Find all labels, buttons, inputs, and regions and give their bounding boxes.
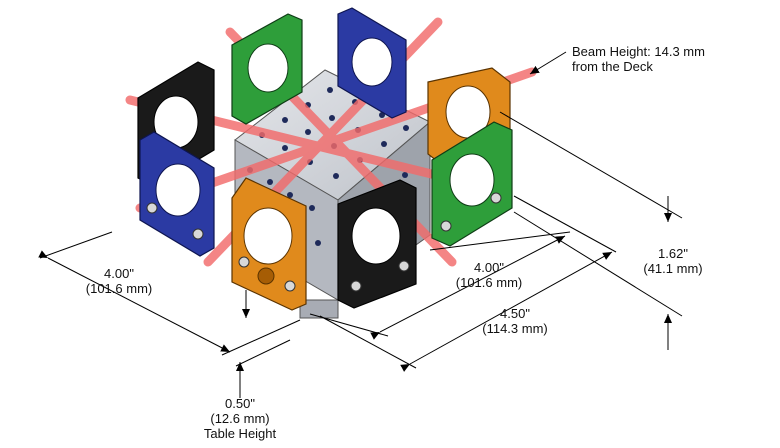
ext-height-bottom [513,211,683,317]
table-height-imperial: 0.50" [225,396,255,411]
height-metric: (41.1 mm) [643,261,703,276]
width-left-metric: (101.6 mm) [85,281,153,296]
plate-black-front [337,179,417,309]
ext-outer-right-a [513,195,617,253]
dim-width-left [38,250,231,353]
beam-height-line2: from the Deck [572,59,653,74]
table-height-metric: (12.6 mm) [210,411,270,426]
ext-left-inner [221,319,301,356]
ext-outer-right-b [319,315,417,369]
ext-table-bottom [235,339,291,367]
beam-height-annotation: Beam Height: 14.3 mm from the Deck [572,44,705,74]
ext-height-top [499,111,683,219]
width-right-inner-imperial: 4.00" [474,260,504,275]
plate-blue-front-left [139,131,215,257]
dimension-lines [38,51,683,398]
plate-blue-top-right [337,7,407,119]
plate-green-top-left [231,13,303,125]
width-right-outer-metric: (114.3 mm) [482,321,548,336]
width-right-inner-annotation: 4.00" (101.6 mm) [434,260,544,290]
ext-left-outer [39,231,113,259]
table-height-caption: Table Height [203,426,277,441]
height-annotation: 1.62" (41.1 mm) [618,246,728,276]
width-right-outer-imperial: 4.50" [500,306,530,321]
width-right-inner-metric: (101.6 mm) [455,275,523,290]
width-left-annotation: 4.00" (101.6 mm) [64,266,174,296]
plate-orange-front [231,177,307,311]
height-imperial: 1.62" [658,246,688,261]
plate-green-right [431,121,513,247]
dim-width-right-outer [400,251,613,372]
table-height-annotation: 0.50" (12.6 mm) Table Height [190,396,290,441]
width-left-imperial: 4.00" [104,266,134,281]
beam-height-line1: Beam Height: 14.3 mm [572,44,705,59]
leader-beam-height [529,51,567,75]
width-right-outer-annotation: 4.50" (114.3 mm) [460,306,570,336]
